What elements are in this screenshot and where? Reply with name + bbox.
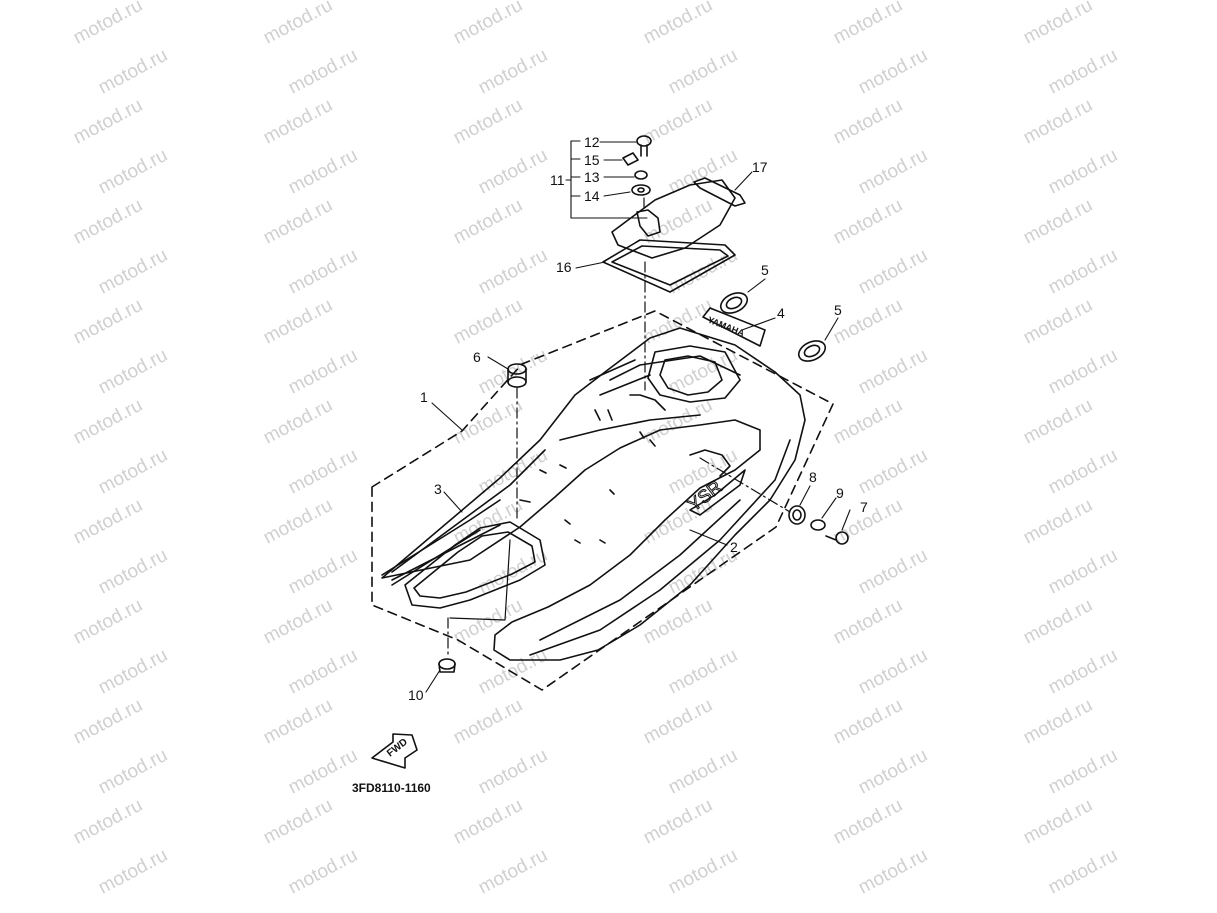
- spacer-15: [622, 152, 639, 166]
- emblem-text: YAMAHA: [706, 315, 746, 339]
- assembly-line-lid: [643, 197, 646, 391]
- emblem-4: [702, 307, 766, 347]
- callout-16: 16: [556, 259, 572, 275]
- bolt-12: [636, 135, 652, 157]
- callout-3: 3: [434, 481, 442, 497]
- washer-5a: [719, 292, 749, 314]
- seal-strip-17: [693, 177, 746, 207]
- seat-cover-body: [381, 327, 806, 661]
- fwd-arrow-icon: [371, 733, 418, 769]
- nut-10: [438, 658, 456, 673]
- gasket-16: [602, 239, 736, 293]
- washer-14: [631, 184, 651, 196]
- callout-11: 11: [550, 172, 565, 188]
- callout-13: 13: [584, 169, 600, 185]
- grommet-8: [788, 505, 806, 525]
- callout-5b: 5: [834, 302, 842, 318]
- callout-9: 9: [836, 485, 844, 501]
- callout-14: 14: [584, 188, 600, 204]
- callout-10: 10: [408, 687, 424, 703]
- assembly-outline: [371, 310, 834, 691]
- seat-seal: [404, 521, 546, 609]
- callout-7: 7: [860, 499, 868, 515]
- washer-13: [634, 170, 648, 180]
- callout-8: 8: [809, 469, 817, 485]
- diagram-code: 3FD8110-1160: [352, 781, 431, 795]
- callout-1: 1: [420, 389, 428, 405]
- callout-6: 6: [473, 349, 481, 365]
- svg-text:YAMAHA: YAMAHA: [706, 315, 746, 339]
- screw-7: [825, 531, 849, 545]
- callout-5a: 5: [761, 262, 769, 278]
- washer-5b: [797, 340, 827, 362]
- callout-4: 4: [777, 305, 785, 321]
- tail-cover-lid: [611, 179, 736, 259]
- collar-9: [810, 519, 826, 531]
- assembly-line-screw: [699, 457, 791, 513]
- side-decal: [689, 469, 746, 516]
- fwd-label: FWD: [385, 737, 410, 760]
- callout-2: 2: [730, 539, 738, 555]
- callout-15: 15: [584, 152, 600, 168]
- callout-12: 12: [584, 134, 600, 150]
- callout-17: 17: [752, 159, 768, 175]
- seat-decal-strip: [381, 499, 501, 586]
